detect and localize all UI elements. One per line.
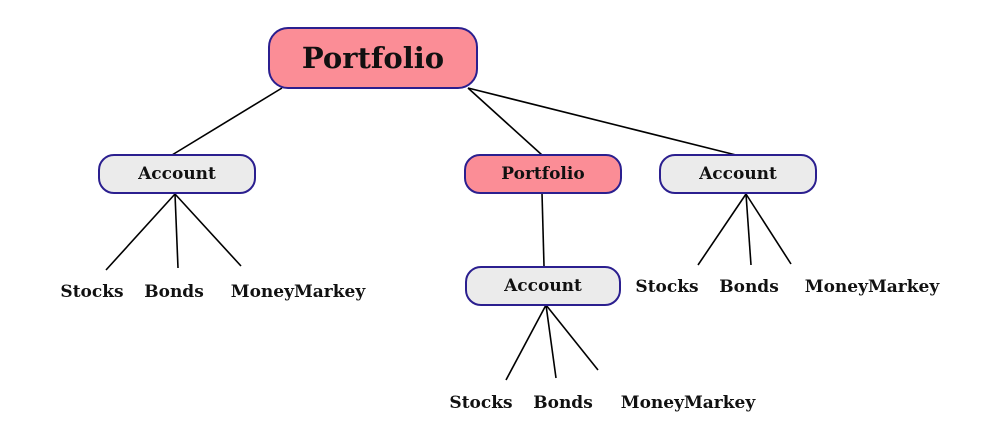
edge-account-left-stocks <box>105 193 176 271</box>
edge-account-mid-bonds <box>545 304 557 379</box>
edge-root-account-left <box>171 87 283 156</box>
node-label: Portfolio <box>301 41 445 75</box>
node-label: Account <box>138 164 216 184</box>
edge-account-mid-moneymarkey <box>545 304 599 371</box>
node-account-mid: Account <box>465 266 621 306</box>
leaf-stocks-right: Stocks <box>635 277 699 297</box>
leaf-stocks-left: Stocks <box>60 282 124 302</box>
edge-root-portfolio-mid <box>467 87 543 156</box>
leaf-bonds-right: Bonds <box>719 277 779 297</box>
edge-account-mid-stocks <box>505 304 547 381</box>
edge-account-right-stocks <box>697 193 747 266</box>
edge-account-right-moneymarkey <box>745 193 792 265</box>
node-label: Portfolio <box>501 164 585 184</box>
edge-account-left-bonds <box>174 193 179 269</box>
edge-account-left-moneymarkey <box>174 193 242 267</box>
edge-account-right-bonds <box>745 193 752 266</box>
node-portfolio-mid: Portfolio <box>464 154 622 194</box>
node-account-right: Account <box>659 154 817 194</box>
edge-root-account-right <box>467 87 737 156</box>
leaf-moneymarkey-left: MoneyMarkey <box>230 282 366 302</box>
leaf-moneymarkey-mid: MoneyMarkey <box>620 393 756 413</box>
node-label: Account <box>504 276 582 296</box>
node-account-left: Account <box>98 154 256 194</box>
edge-portfolio-mid-account-mid <box>541 192 545 267</box>
leaf-moneymarkey-right: MoneyMarkey <box>804 277 940 297</box>
node-label: Account <box>699 164 777 184</box>
leaf-stocks-mid: Stocks <box>449 393 513 413</box>
leaf-bonds-left: Bonds <box>144 282 204 302</box>
node-portfolio-root: Portfolio <box>268 27 478 89</box>
leaf-bonds-mid: Bonds <box>533 393 593 413</box>
